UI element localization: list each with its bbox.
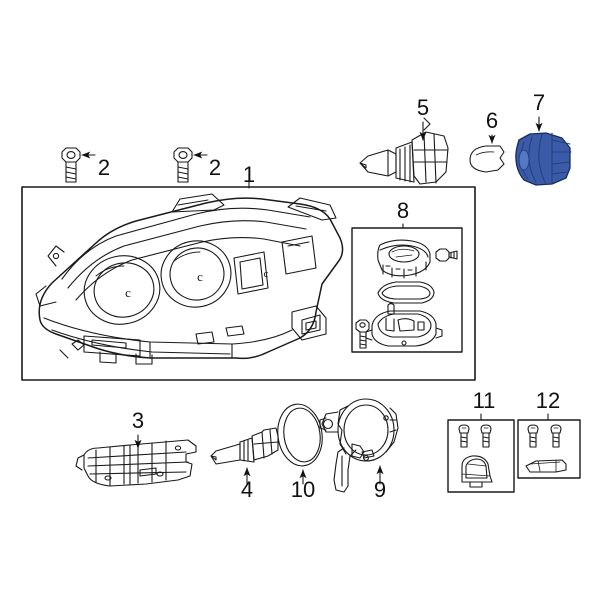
callout-number-4: 4 bbox=[241, 477, 253, 502]
svg-text:c: c bbox=[264, 268, 269, 280]
callout-number-1: 1 bbox=[243, 162, 255, 187]
retaining-ring-assembly-drawing bbox=[319, 398, 399, 493]
seal-gasket-ring-drawing bbox=[277, 403, 323, 467]
callout-number-2b: 2 bbox=[209, 155, 221, 180]
callout-number-10: 10 bbox=[291, 477, 315, 502]
repair-kit-right-flat-clip-drawing bbox=[525, 459, 567, 473]
mounting-bolt-left-drawing bbox=[61, 147, 81, 183]
mounting-bolt-right-drawing bbox=[173, 147, 193, 183]
repair-kit-left-retainer-drawing bbox=[461, 455, 493, 488]
callout-number-9: 9 bbox=[374, 477, 386, 502]
repair-kit-right-box bbox=[517, 419, 581, 479]
callout-number-2a: 2 bbox=[98, 155, 110, 180]
svg-text:c: c bbox=[197, 269, 203, 284]
repair-kit-right-screw-1-drawing bbox=[527, 424, 539, 448]
headlight-bracket-drawing bbox=[75, 439, 197, 487]
callout-number-7: 7 bbox=[533, 90, 545, 115]
callout-number-12: 12 bbox=[536, 388, 560, 413]
callout-number-5: 5 bbox=[417, 95, 429, 120]
signal-bulb-drawing bbox=[210, 427, 279, 465]
repair-kit-left-screw-2-drawing bbox=[480, 424, 492, 448]
bulb-socket-connector-drawing bbox=[515, 132, 572, 186]
callout-number-8: 8 bbox=[397, 198, 409, 223]
ballast-gasket-drawing bbox=[377, 281, 435, 304]
repair-kit-left-screw-1-drawing bbox=[458, 424, 470, 448]
callout-number-6: 6 bbox=[486, 108, 498, 133]
callout-number-11: 11 bbox=[473, 388, 496, 413]
ballast-upper-bolt-drawing bbox=[435, 248, 458, 262]
repair-kit-right-screw-2-drawing bbox=[550, 424, 562, 448]
halogen-bulb-drawing bbox=[359, 117, 449, 185]
ballast-control-module-drawing bbox=[377, 239, 431, 279]
headlight-assembly-drawing: c c c bbox=[35, 193, 344, 365]
svg-text:c: c bbox=[125, 285, 131, 300]
wedge-bulb-drawing bbox=[469, 145, 505, 173]
ballast-lower-bolt-drawing bbox=[355, 319, 370, 349]
callout-number-layer: 1 2 2 3 4 5 6 7 8 9 10 11 12 bbox=[98, 90, 560, 502]
callout-number-3: 3 bbox=[132, 408, 144, 433]
